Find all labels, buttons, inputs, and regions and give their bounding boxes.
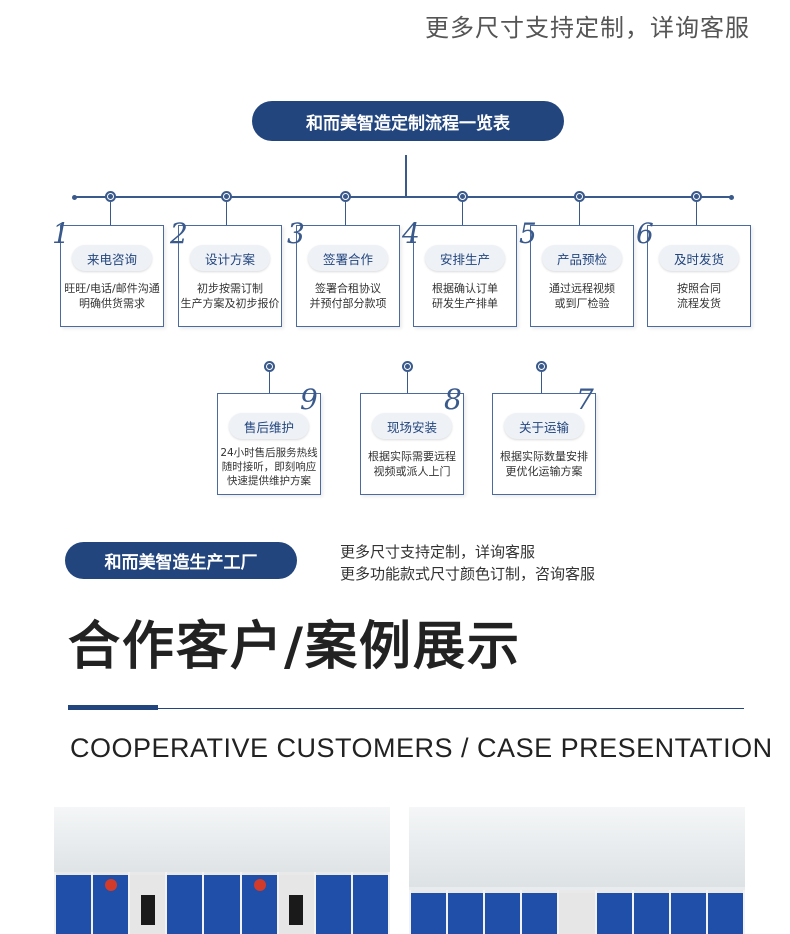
step-desc: 签署合租协议 并预付部分款项 [309, 282, 387, 310]
factory-note-1: 更多尺寸支持定制，详询客服 [340, 543, 536, 561]
step-desc: 按照合同 流程发货 [677, 282, 721, 310]
step-title: 产品预检 [542, 245, 622, 271]
timeline-node [536, 361, 547, 372]
step-desc: 旺旺/电话/邮件沟通 明确供货需求 [64, 282, 160, 310]
timeline-node [340, 191, 351, 202]
step-title: 及时发货 [659, 245, 739, 271]
timeline-end-dot [729, 195, 734, 200]
step-card-3: 签署合作 签署合租协议 并预付部分款项 [296, 225, 400, 327]
step-number: 7 [576, 383, 594, 416]
step-title: 安排生产 [425, 245, 505, 271]
step-number: 6 [636, 217, 654, 250]
cases-subtitle-en: COOPERATIVE CUSTOMERS / CASE PRESENTATIO… [70, 733, 773, 763]
trunk-line [405, 155, 407, 197]
case-photo-1 [54, 807, 390, 934]
node-stem [541, 372, 542, 394]
step-card-2: 设计方案 初步按需订制 生产方案及初步报价 [178, 225, 282, 327]
step-number: 9 [300, 383, 318, 416]
cases-title: 合作客户/案例展示 [68, 617, 521, 677]
step-card-8: 现场安装 根据实际需要远程 视频或派人上门 [360, 393, 464, 495]
step-desc: 根据实际数量安排 更优化运输方案 [500, 450, 588, 478]
step-desc: 根据确认订单 研发生产排单 [432, 282, 498, 310]
step-number: 8 [444, 383, 462, 416]
step-card-7: 关于运输 根据实际数量安排 更优化运输方案 [492, 393, 596, 495]
step-title: 签署合作 [308, 245, 388, 271]
timeline-node [691, 191, 702, 202]
step-desc: 通过远程视频 或到厂检验 [549, 282, 615, 310]
step-title: 关于运输 [504, 413, 584, 439]
timeline-line [74, 196, 732, 198]
node-stem [579, 202, 580, 226]
top-note: 更多尺寸支持定制，详询客服 [425, 14, 750, 42]
step-number: 3 [287, 217, 305, 250]
node-stem [462, 202, 463, 226]
step-number: 1 [52, 217, 70, 250]
timeline-node [264, 361, 275, 372]
step-title: 来电咨询 [72, 245, 152, 271]
node-stem [345, 202, 346, 226]
step-title: 设计方案 [190, 245, 270, 271]
step-number: 5 [519, 217, 537, 250]
node-stem [269, 372, 270, 394]
node-stem [226, 202, 227, 226]
title-rule-accent [68, 705, 158, 710]
node-stem [407, 372, 408, 394]
step-number: 4 [402, 217, 420, 250]
process-title-banner: 和而美智造定制流程一览表 [252, 101, 564, 141]
step-title: 现场安装 [372, 413, 452, 439]
timeline-node [457, 191, 468, 202]
timeline-node [574, 191, 585, 202]
timeline-node [221, 191, 232, 202]
step-title: 售后维护 [229, 413, 309, 439]
step-card-4: 安排生产 根据确认订单 研发生产排单 [413, 225, 517, 327]
step-desc: 初步按需订制 生产方案及初步报价 [180, 282, 280, 310]
factory-banner: 和而美智造生产工厂 [65, 542, 297, 579]
title-rule [68, 708, 744, 709]
timeline-node [402, 361, 413, 372]
step-desc: 根据实际需要远程 视频或派人上门 [368, 450, 456, 478]
step-card-5: 产品预检 通过远程视频 或到厂检验 [530, 225, 634, 327]
step-desc: 24小时售后服务热线 随时接听，即刻响应 快速提供维护方案 [220, 447, 318, 487]
step-card-9: 售后维护 24小时售后服务热线 随时接听，即刻响应 快速提供维护方案 [217, 393, 321, 495]
step-card-6: 及时发货 按照合同 流程发货 [647, 225, 751, 327]
step-card-1: 来电咨询 旺旺/电话/邮件沟通 明确供货需求 [60, 225, 164, 327]
timeline-start-dot [72, 195, 77, 200]
case-photo-2 [409, 807, 745, 934]
node-stem [696, 202, 697, 226]
timeline-node [105, 191, 116, 202]
step-number: 2 [170, 217, 188, 250]
node-stem [110, 202, 111, 226]
factory-note-2: 更多功能款式尺寸颜色订制，咨询客服 [340, 565, 596, 583]
